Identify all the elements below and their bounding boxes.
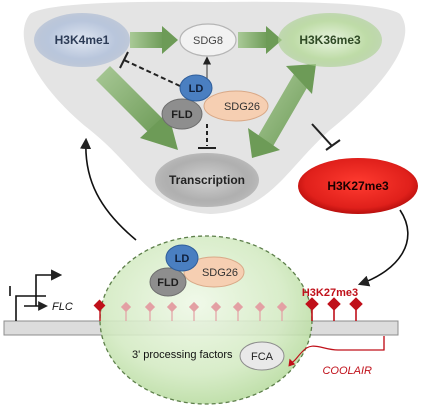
node-sdg8: SDG8 bbox=[179, 23, 237, 57]
fca-node: FCA bbox=[239, 341, 285, 371]
transcription-label: Transcription bbox=[169, 173, 245, 187]
fld-label-upper: FLD bbox=[171, 109, 192, 121]
flc-label: FLC bbox=[52, 301, 73, 313]
flc-gene-arrow: FLC bbox=[9, 269, 73, 321]
h3k36me3-label: H3K36me3 bbox=[299, 33, 361, 47]
histone-marks: H3K27me3 bbox=[93, 287, 363, 321]
arrow-sdg8-to-h3k36me3 bbox=[238, 26, 282, 54]
coolair-label: COOLAIR bbox=[322, 365, 372, 377]
arrow-h3k4me1-to-sdg8 bbox=[130, 26, 178, 54]
fca-label: FCA bbox=[251, 351, 274, 363]
arrow-transcription-h3k36me3-double bbox=[248, 64, 316, 158]
ld-label-upper: LD bbox=[189, 83, 204, 95]
mark-faded-group bbox=[120, 301, 288, 321]
node-h3k4me1: H3K4me1 bbox=[34, 13, 130, 67]
sdg26-label-locus: SDG26 bbox=[202, 267, 238, 279]
sdg26-label-upper: SDG26 bbox=[224, 101, 260, 113]
sdg8-label: SDG8 bbox=[193, 35, 223, 47]
mark-left-solid bbox=[93, 299, 106, 321]
complex-upper: SDG26 FLD LD bbox=[161, 74, 269, 130]
inhibition-ld-to-h3k4me1 bbox=[119, 51, 181, 87]
processing-factors-label: 3' processing factors bbox=[132, 349, 233, 361]
node-h3k27me3: H3K27me3 bbox=[298, 158, 418, 214]
h3k27me3-locus-label: H3K27me3 bbox=[302, 287, 358, 299]
coolair-arrow: COOLAIR bbox=[288, 336, 385, 377]
complex-locus: SDG26 FLD LD bbox=[149, 244, 245, 297]
inhibition-complex-to-transcription bbox=[198, 124, 216, 149]
arrow-locus-to-h3k4me1 bbox=[79, 137, 137, 241]
h3k27me3-label: H3K27me3 bbox=[327, 179, 389, 193]
node-transcription: Transcription bbox=[155, 153, 259, 207]
node-h3k36me3: H3K36me3 bbox=[278, 13, 382, 67]
inhibition-h3k36me3-to-h3k27me3 bbox=[311, 123, 341, 151]
fld-label-locus: FLD bbox=[157, 277, 178, 289]
arrow-h3k27me3-to-locus bbox=[357, 209, 409, 287]
ld-label-locus: LD bbox=[175, 253, 190, 265]
h3k4me1-label: H3K4me1 bbox=[55, 33, 110, 47]
mark-right-solid bbox=[305, 297, 363, 321]
